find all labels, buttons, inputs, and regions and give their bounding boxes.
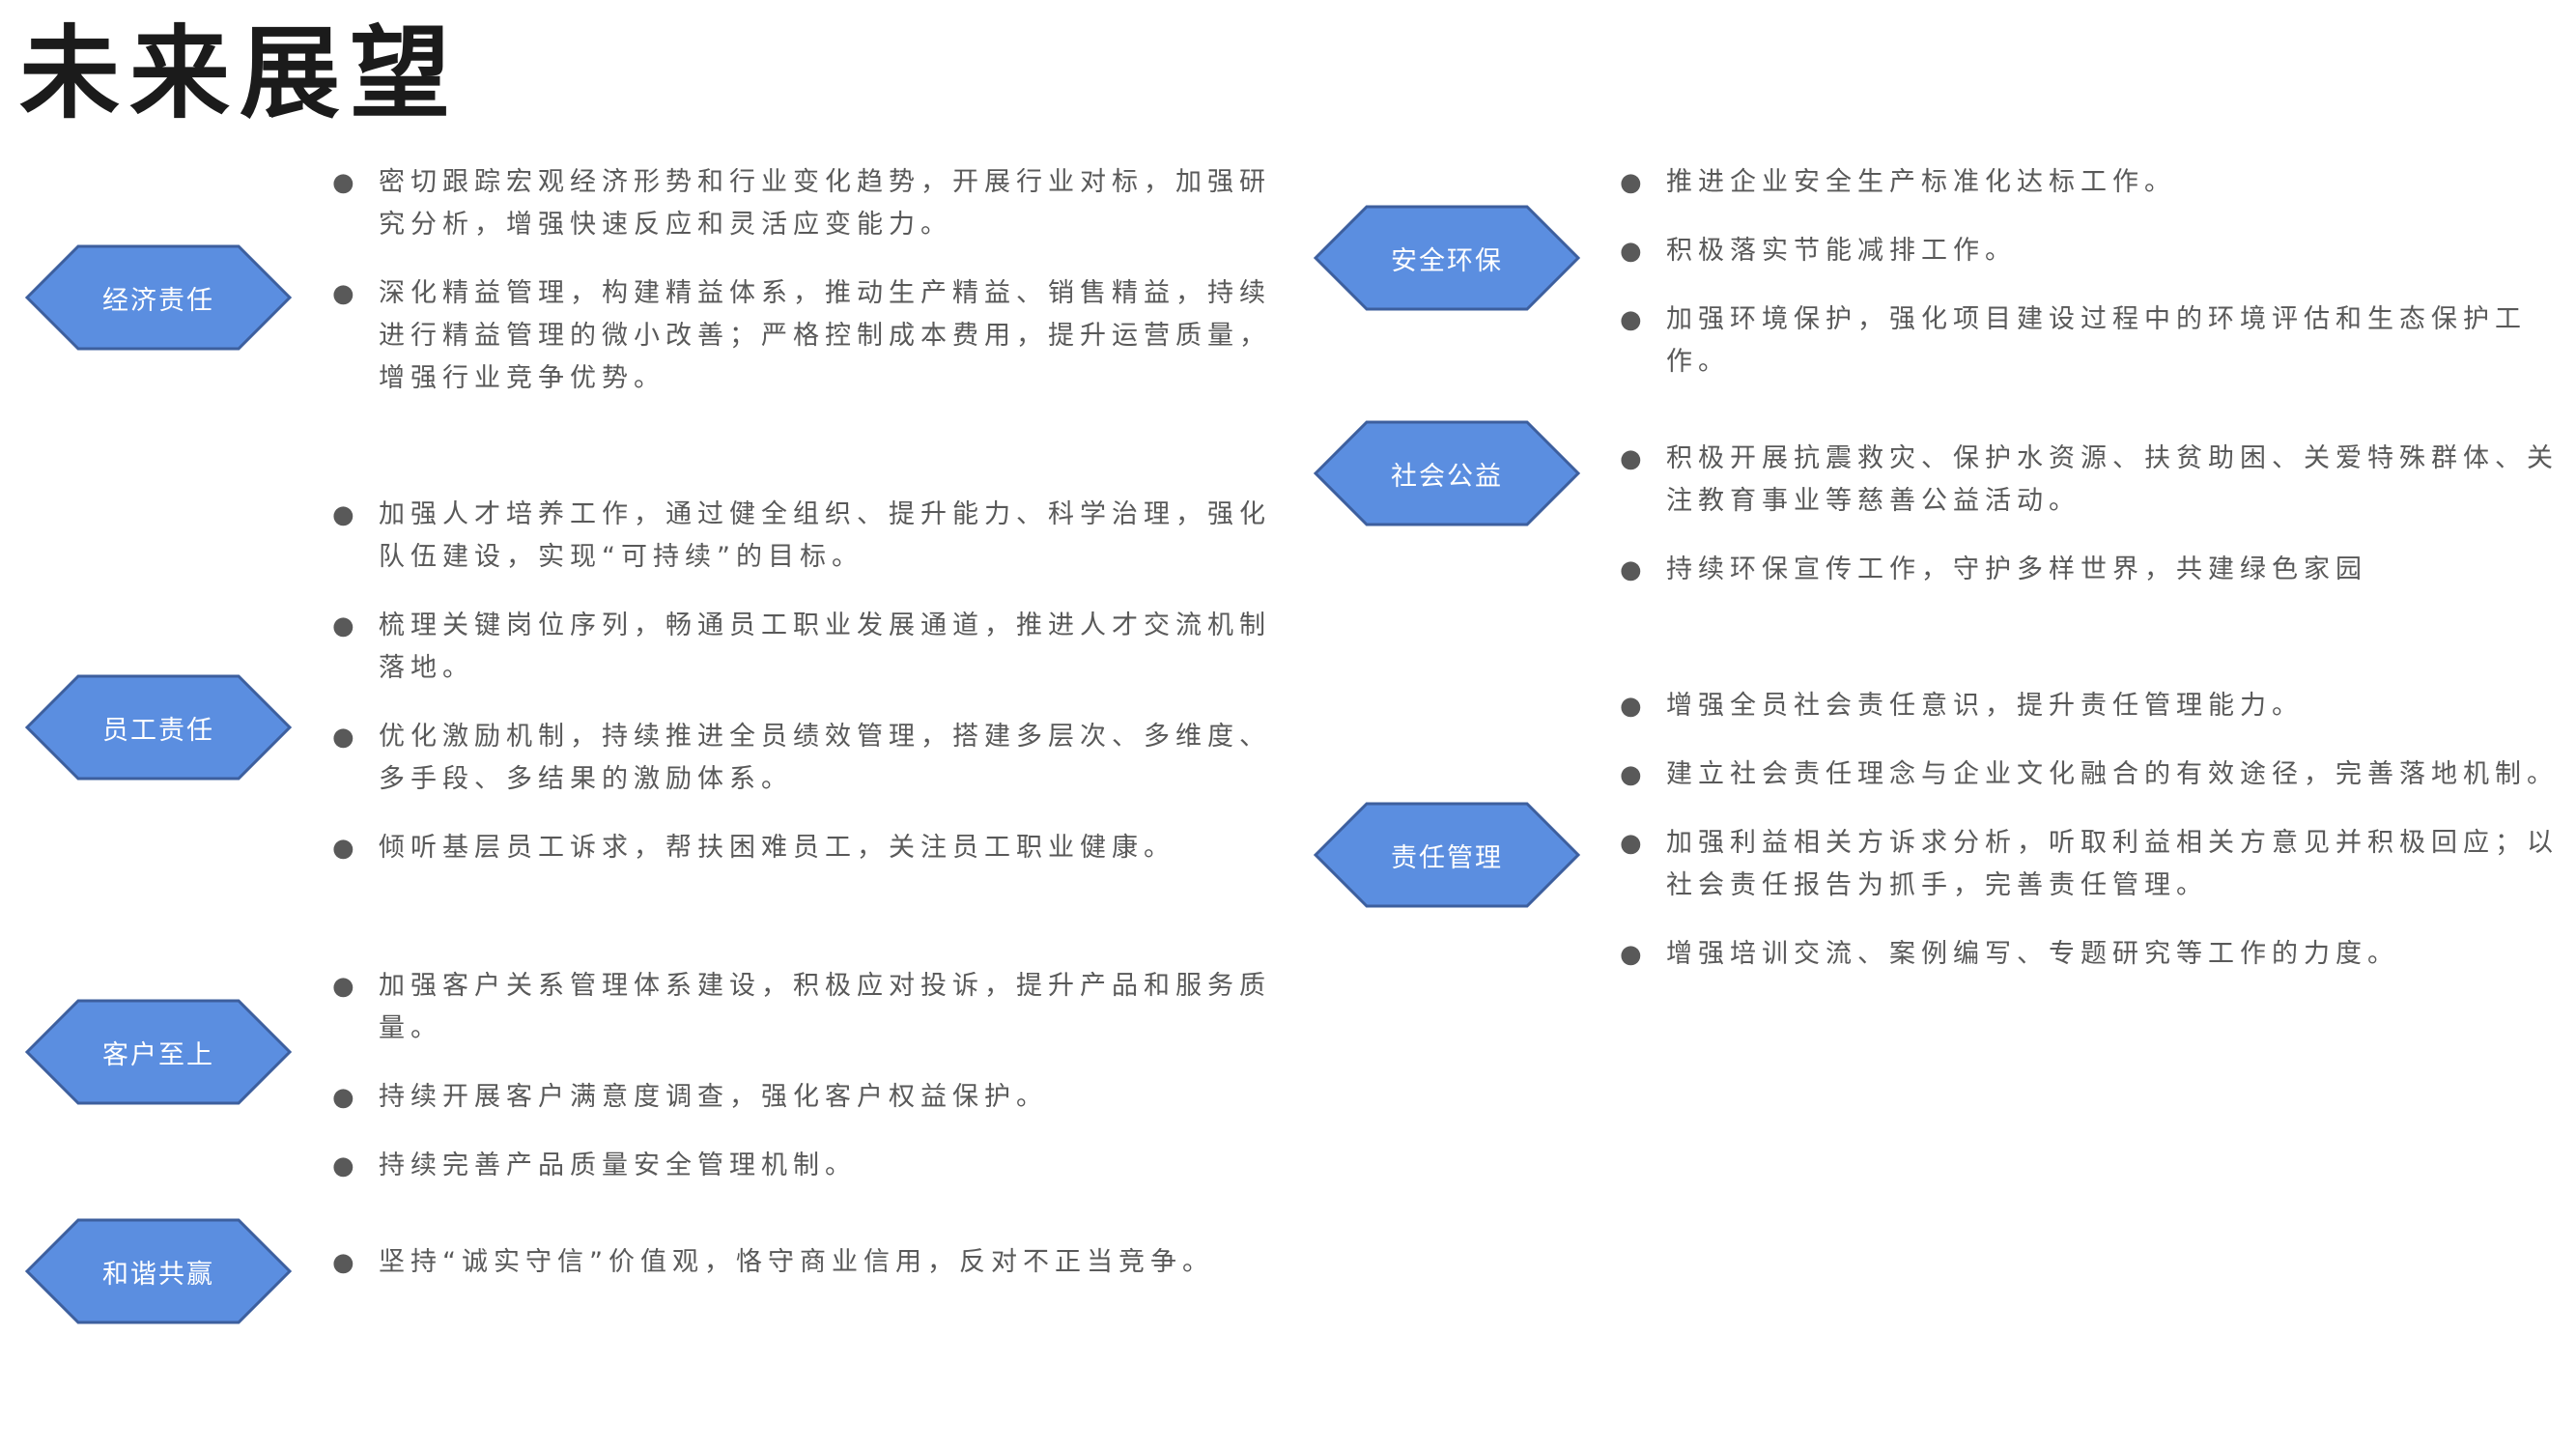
bullet-list-responsibility-management: ● 增强全员社会责任意识，提升责任管理能力。 ● 建立社会责任理念与企业文化融合的有… xyxy=(1620,685,2566,1002)
list-item-text: 加强环境保护，强化项目建设过程中的环境评估和生态保护工作。 xyxy=(1666,304,2527,377)
bullet-dot-icon: ● xyxy=(1620,829,1648,858)
list-item: ● 加强客户关系管理体系建设，积极应对投诉，提升产品和服务质量。 xyxy=(332,965,1317,1050)
category-label: 客户至上 xyxy=(102,1039,214,1070)
list-item-text: 优化激励机制，持续推进全员绩效管理，搭建多层次、多维度、多手段、多结果的激励体系… xyxy=(379,722,1271,794)
category-public-welfare: 社会公益 xyxy=(1314,420,1580,526)
hexagon-shape-icon xyxy=(1314,802,1580,908)
bullet-dot-icon: ● xyxy=(1620,692,1648,721)
bullet-dot-icon: ● xyxy=(332,972,360,1001)
bullet-dot-icon: ● xyxy=(332,1083,360,1112)
category-safety: 安全环保 xyxy=(1314,205,1580,311)
bullet-dot-icon: ● xyxy=(1620,168,1648,197)
bullet-dot-icon: ● xyxy=(332,500,360,529)
bullet-list-employee: ● 加强人才培养工作，通过健全组织、提升能力、科学治理，强化队伍建设，实现“可持续… xyxy=(332,494,1288,895)
list-item-text: 积极开展抗震救灾、保护水资源、扶贫助困、关爱特殊群体、关注教育事业等慈善公益活动… xyxy=(1666,443,2559,516)
list-item: ● 加强人才培养工作，通过健全组织、提升能力、科学治理，强化队伍建设，实现“可持续… xyxy=(332,494,1288,579)
page-title: 未来展望 xyxy=(19,14,461,132)
list-item-text: 推进企业安全生产标准化达标工作。 xyxy=(1666,167,2176,197)
list-item: ● 密切跟踪宏观经济形势和行业变化趋势，开展行业对标，加强研究分析，增强快速反应和… xyxy=(332,161,1288,246)
category-label: 员工责任 xyxy=(102,715,214,746)
list-item-text: 加强客户关系管理体系建设，积极应对投诉，提升产品和服务质量。 xyxy=(379,971,1271,1043)
list-item-text: 持续完善产品质量安全管理机制。 xyxy=(379,1151,857,1180)
bullet-list-customer: ● 加强客户关系管理体系建设，积极应对投诉，提升产品和服务质量。 ● 持续开展客户满… xyxy=(332,965,1317,1213)
list-item: ● 优化激励机制，持续推进全员绩效管理，搭建多层次、多维度、多手段、多结果的激励体… xyxy=(332,716,1288,801)
bullet-dot-icon: ● xyxy=(332,1248,360,1277)
list-item-text: 梳理关键岗位序列，畅通员工职业发展通道，推进人才交流机制落地。 xyxy=(379,611,1271,683)
bullet-dot-icon: ● xyxy=(1620,237,1648,266)
category-customer: 客户至上 xyxy=(25,999,292,1105)
list-item-text: 加强利益相关方诉求分析，听取利益相关方意见并积极回应；以社会责任报告为抓手，完善… xyxy=(1666,828,2559,900)
bullet-dot-icon: ● xyxy=(332,834,360,863)
list-item: ● 坚持“诚实守信”价值观，恪守商业信用，反对不正当竞争。 xyxy=(332,1241,1288,1284)
list-item: ● 持续开展客户满意度调查，强化客户权益保护。 xyxy=(332,1076,1317,1119)
bullet-dot-icon: ● xyxy=(332,611,360,640)
hexagon-shape-icon xyxy=(25,999,292,1105)
list-item: ● 增强全员社会责任意识，提升责任管理能力。 xyxy=(1620,685,2566,727)
bullet-dot-icon: ● xyxy=(1620,305,1648,334)
hexagon-shape-icon xyxy=(1314,205,1580,311)
list-item: ● 推进企业安全生产标准化达标工作。 xyxy=(1620,161,2566,204)
list-item-text: 增强培训交流、案例编写、专题研究等工作的力度。 xyxy=(1666,939,2399,969)
bullet-dot-icon: ● xyxy=(332,723,360,752)
list-item: ● 持续环保宣传工作，守护多样世界，共建绿色家园 xyxy=(1620,549,2566,591)
list-item-text: 持续开展客户满意度调查，强化客户权益保护。 xyxy=(379,1082,1048,1112)
list-item: ● 倾听基层员工诉求，帮扶困难员工，关注员工职业健康。 xyxy=(332,827,1288,869)
list-item-text: 密切跟踪宏观经济形势和行业变化趋势，开展行业对标，加强研究分析，增强快速反应和灵… xyxy=(379,167,1271,240)
list-item: ● 积极开展抗震救灾、保护水资源、扶贫助困、关爱特殊群体、关注教育事业等慈善公益活… xyxy=(1620,438,2566,523)
bullet-dot-icon: ● xyxy=(332,168,360,197)
bullet-dot-icon: ● xyxy=(332,1151,360,1180)
hexagon-shape-icon xyxy=(25,1218,292,1324)
bullet-dot-icon: ● xyxy=(1620,760,1648,789)
bullet-dot-icon: ● xyxy=(1620,555,1648,584)
hexagon-shape-icon xyxy=(25,244,292,351)
hexagon-shape-icon xyxy=(25,674,292,781)
bullet-list-public-welfare: ● 积极开展抗震救灾、保护水资源、扶贫助困、关爱特殊群体、关注教育事业等慈善公益活… xyxy=(1620,438,2566,617)
category-responsibility-management: 责任管理 xyxy=(1314,802,1580,908)
list-item: ● 持续完善产品质量安全管理机制。 xyxy=(332,1145,1317,1187)
bullet-dot-icon: ● xyxy=(332,279,360,308)
list-item: ● 积极落实节能减排工作。 xyxy=(1620,230,2566,272)
list-item: ● 加强环境保护，强化项目建设过程中的环境评估和生态保护工作。 xyxy=(1620,298,2566,384)
list-item-text: 坚持“诚实守信”价值观，恪守商业信用，反对不正当竞争。 xyxy=(379,1247,1214,1277)
list-item-text: 倾听基层员工诉求，帮扶困难员工，关注员工职业健康。 xyxy=(379,833,1175,863)
category-label: 经济责任 xyxy=(102,285,214,316)
bullet-dot-icon: ● xyxy=(1620,444,1648,473)
hexagon-shape-icon xyxy=(1314,420,1580,526)
list-item-text: 增强全员社会责任意识，提升责任管理能力。 xyxy=(1666,691,2304,721)
bullet-list-safety: ● 推进企业安全生产标准化达标工作。 ● 积极落实节能减排工作。 ● 加强环境保护，强… xyxy=(1620,161,2566,410)
bullet-list-harmony: ● 坚持“诚实守信”价值观，恪守商业信用，反对不正当竞争。 xyxy=(332,1241,1288,1310)
bullet-dot-icon: ● xyxy=(1620,940,1648,969)
list-item: ● 加强利益相关方诉求分析，听取利益相关方意见并积极回应；以社会责任报告为抓手，完… xyxy=(1620,822,2566,907)
list-item: ● 梳理关键岗位序列，畅通员工职业发展通道，推进人才交流机制落地。 xyxy=(332,605,1288,690)
category-label: 和谐共赢 xyxy=(102,1259,214,1290)
list-item: ● 深化精益管理，构建精益体系，推动生产精益、销售精益，持续进行精益管理的微小改善… xyxy=(332,272,1288,400)
list-item-text: 加强人才培养工作，通过健全组织、提升能力、科学治理，强化队伍建设，实现“可持续”… xyxy=(379,499,1271,572)
category-label: 责任管理 xyxy=(1391,842,1503,873)
list-item-text: 积极落实节能减排工作。 xyxy=(1666,236,2017,266)
list-item-text: 持续环保宣传工作，守护多样世界，共建绿色家园 xyxy=(1666,554,2367,584)
category-label: 社会公益 xyxy=(1391,461,1503,492)
category-economic: 经济责任 xyxy=(25,244,292,351)
bullet-list-economic: ● 密切跟踪宏观经济形势和行业变化趋势，开展行业对标，加强研究分析，增强快速反应和… xyxy=(332,161,1288,426)
list-item-text: 深化精益管理，构建精益体系，推动生产精益、销售精益，持续进行精益管理的微小改善；… xyxy=(379,278,1271,393)
category-harmony: 和谐共赢 xyxy=(25,1218,292,1324)
category-label: 安全环保 xyxy=(1391,245,1503,276)
list-item: ● 增强培训交流、案例编写、专题研究等工作的力度。 xyxy=(1620,933,2566,976)
list-item-text: 建立社会责任理念与企业文化融合的有效途径，完善落地机制。 xyxy=(1666,759,2559,789)
category-employee: 员工责任 xyxy=(25,674,292,781)
list-item: ● 建立社会责任理念与企业文化融合的有效途径，完善落地机制。 xyxy=(1620,753,2566,796)
